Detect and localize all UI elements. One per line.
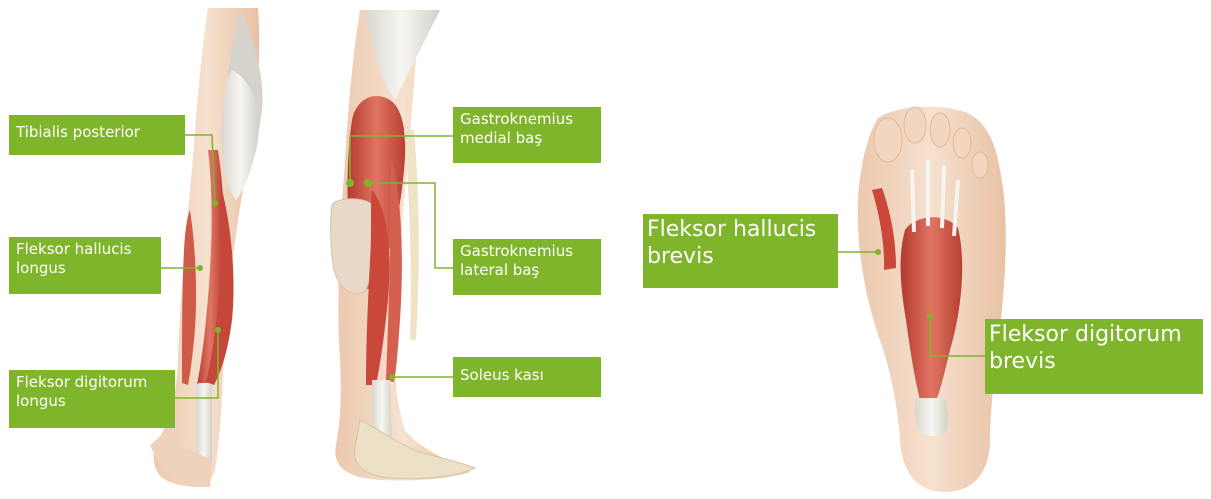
dot-fleksor-digitorum-brevis bbox=[927, 313, 933, 319]
toe-2 bbox=[904, 107, 926, 143]
toe-3 bbox=[930, 113, 950, 147]
dot-fleksor-hallucis-brevis bbox=[875, 249, 881, 255]
foot-plantar bbox=[858, 107, 1006, 492]
dot-gastroknemius-lateral bbox=[364, 179, 372, 187]
label-fleksor-hallucis-brevis: Fleksor hallucis brevis bbox=[643, 214, 838, 288]
big-toe bbox=[874, 118, 902, 162]
dot-soleus bbox=[389, 374, 395, 380]
dot-fleksor-digitorum-longus bbox=[215, 327, 221, 333]
dot-tibialis-posterior bbox=[212, 200, 218, 206]
toe-4 bbox=[953, 128, 971, 158]
toe-5 bbox=[972, 152, 988, 178]
label-tibialis-posterior: Tibialis posterior bbox=[9, 115, 185, 155]
label-fleksor-hallucis-longus: Fleksor hallucis longus bbox=[9, 237, 161, 294]
label-gastroknemius-medial: Gastroknemius medial baş bbox=[453, 107, 601, 163]
label-gastroknemius-lateral: Gastroknemius lateral baş bbox=[453, 239, 601, 295]
dot-fleksor-hallucis-longus bbox=[197, 265, 203, 271]
plantar-aponeurosis bbox=[915, 398, 948, 436]
label-fleksor-digitorum-longus: Fleksor digitorum longus bbox=[9, 370, 175, 428]
label-soleus: Soleus kası bbox=[453, 357, 601, 397]
dot-gastroknemius-medial bbox=[346, 179, 354, 187]
label-fleksor-digitorum-brevis: Fleksor digitorum brevis bbox=[985, 319, 1203, 394]
